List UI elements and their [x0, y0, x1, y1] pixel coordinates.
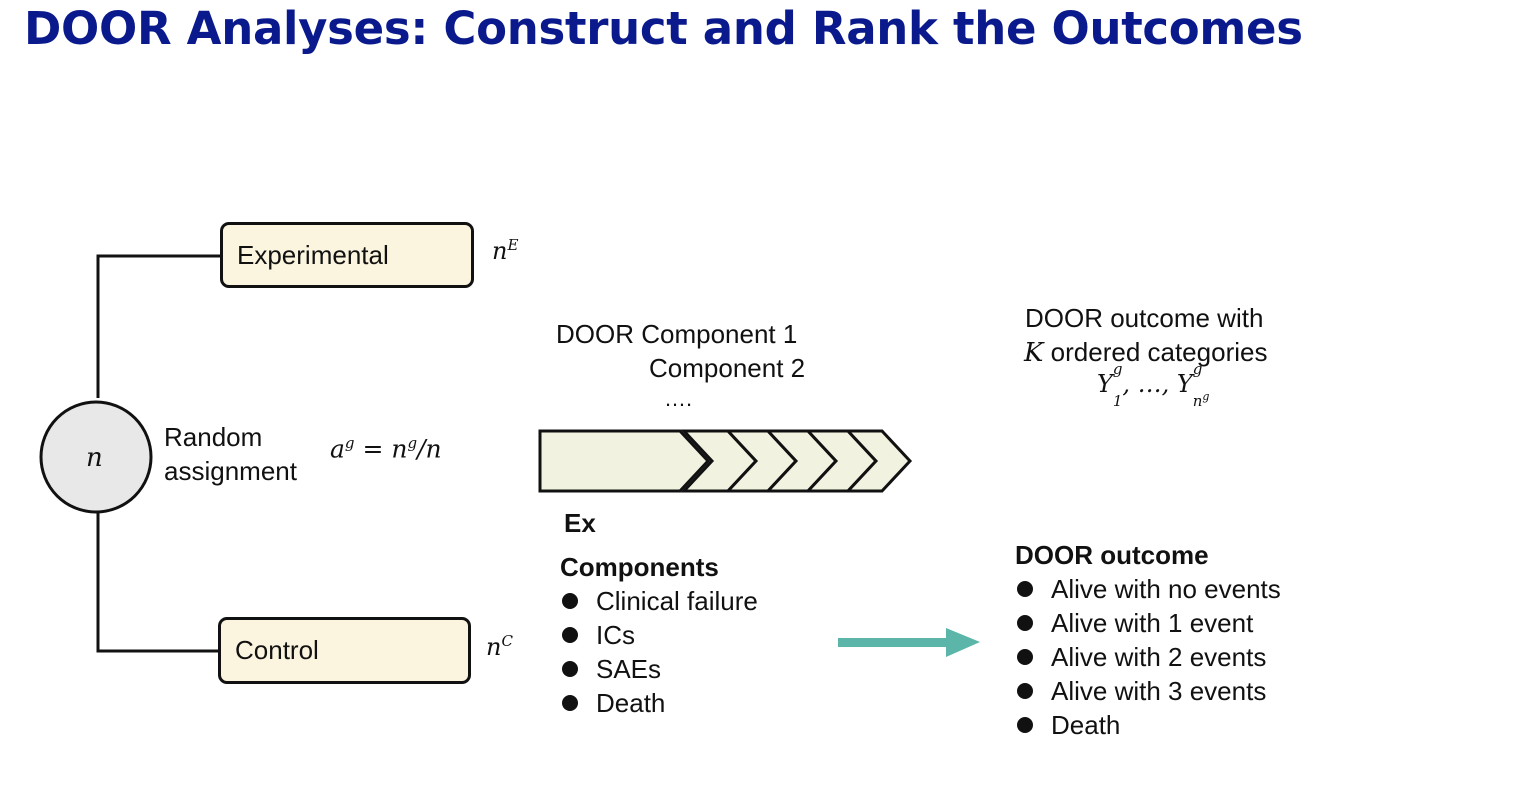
transition-arrow-shaft — [838, 638, 950, 647]
list-item: ICs — [562, 618, 758, 652]
list-item: Alive with 3 events — [1017, 674, 1281, 708]
control-count: nC — [486, 632, 513, 661]
list-item: SAEs — [562, 652, 758, 686]
random-label: Random — [164, 422, 263, 452]
door-outcome-heading: DOOR outcome — [1015, 540, 1209, 570]
population-circle — [39, 400, 153, 514]
population-label: n — [86, 443, 103, 473]
component-ellipsis: …. — [664, 386, 693, 411]
control-arm-box: Control — [218, 617, 471, 684]
assignment-label: assignment — [164, 456, 297, 486]
example-label: Ex — [564, 508, 596, 538]
transition-arrow-head — [946, 628, 980, 657]
component-name: Death — [596, 688, 666, 718]
chevron-5 — [844, 429, 913, 493]
list-item: Death — [562, 686, 758, 720]
control-connector — [96, 512, 220, 653]
bullet-icon — [1017, 717, 1033, 734]
bullet-icon — [562, 627, 578, 644]
bullet-icon — [562, 593, 578, 610]
bullet-icon — [1017, 615, 1033, 632]
allocation-formula: ag = ng/n — [330, 434, 442, 464]
experimental-arm-box: Experimental — [220, 222, 474, 288]
outcome-description-line2: K ordered categories — [1024, 337, 1267, 368]
component-2-label: Component 2 — [649, 353, 806, 383]
bullet-icon — [1017, 581, 1033, 598]
bullet-icon — [562, 661, 578, 678]
components-heading: Components — [560, 552, 719, 582]
outcome-category: Alive with 3 events — [1051, 676, 1267, 706]
list-item: Alive with no events — [1017, 572, 1281, 606]
experimental-connector — [96, 254, 222, 398]
slide-title: DOOR Analyses: Construct and Rank the Ou… — [24, 2, 1303, 55]
list-item: Alive with 2 events — [1017, 640, 1281, 674]
outcome-categories-list: Alive with no events Alive with 1 event … — [1017, 572, 1281, 742]
list-item: Alive with 1 event — [1017, 606, 1281, 640]
list-item: Clinical failure — [562, 584, 758, 618]
bullet-icon — [1017, 649, 1033, 666]
component-arrow-body — [538, 429, 711, 493]
component-name: Clinical failure — [596, 586, 758, 616]
outcome-category: Alive with 1 event — [1051, 608, 1254, 638]
component-name: SAEs — [596, 654, 662, 684]
k-variable: K — [1024, 338, 1044, 368]
control-label: Control — [235, 635, 319, 665]
bullet-icon — [1017, 683, 1033, 700]
outcome-category: Death — [1051, 710, 1121, 740]
outcome-category: Alive with no events — [1051, 574, 1281, 604]
bullet-icon — [562, 695, 578, 712]
experimental-count: nE — [492, 236, 519, 265]
list-item: Death — [1017, 708, 1281, 742]
outcome-description-text: ordered categories — [1043, 337, 1268, 367]
door-component-1-label: DOOR Component 1 — [556, 319, 798, 349]
component-name: ICs — [596, 620, 635, 650]
experimental-label: Experimental — [237, 239, 389, 270]
outcome-category: Alive with 2 events — [1051, 642, 1267, 672]
components-list: Clinical failure ICs SAEs Death — [562, 584, 758, 720]
outcome-description-line1: DOOR outcome with — [1025, 303, 1264, 333]
